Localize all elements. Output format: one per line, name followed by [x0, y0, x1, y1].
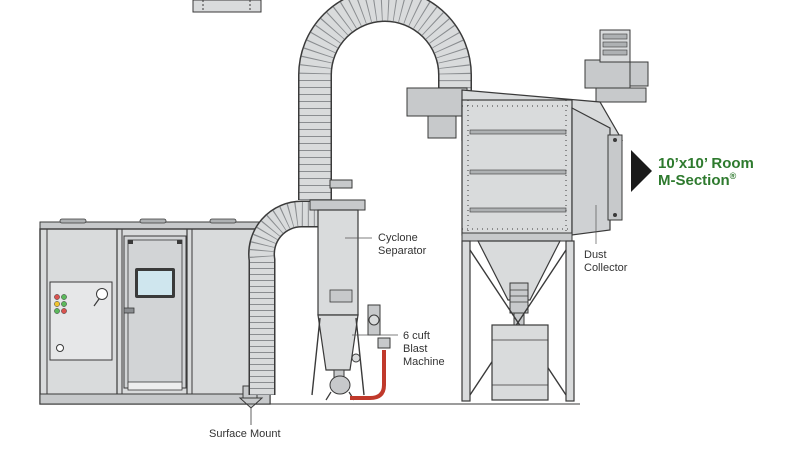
registered-mark: ®	[729, 171, 737, 181]
viewing-window	[138, 271, 172, 295]
gauge-icon	[93, 288, 108, 307]
cyclone-separator	[248, 0, 472, 401]
cropped-fragment	[192, 0, 262, 13]
blast-machine	[350, 304, 391, 400]
red-indicator	[54, 294, 60, 300]
yellow-indicator	[54, 301, 60, 307]
dust-collector	[461, 29, 649, 402]
blast-machine-label: 6 cuft Blast Machine	[403, 330, 445, 368]
cyclone-separator-label: Cyclone Separator	[378, 232, 427, 257]
surface-mount-label: Surface Mount	[209, 428, 281, 440]
green-indicator	[61, 294, 67, 300]
room-title: 10’x10’ Room M-Section®	[658, 155, 754, 189]
blast-room	[39, 218, 271, 405]
dust-collector-label: Dust Collector	[584, 249, 628, 274]
title-line-1: 10’x10’ Room	[658, 155, 754, 172]
title-line-2: M-Section	[658, 172, 730, 189]
leader-lines	[345, 205, 597, 336]
triangle-right-icon	[631, 150, 652, 192]
